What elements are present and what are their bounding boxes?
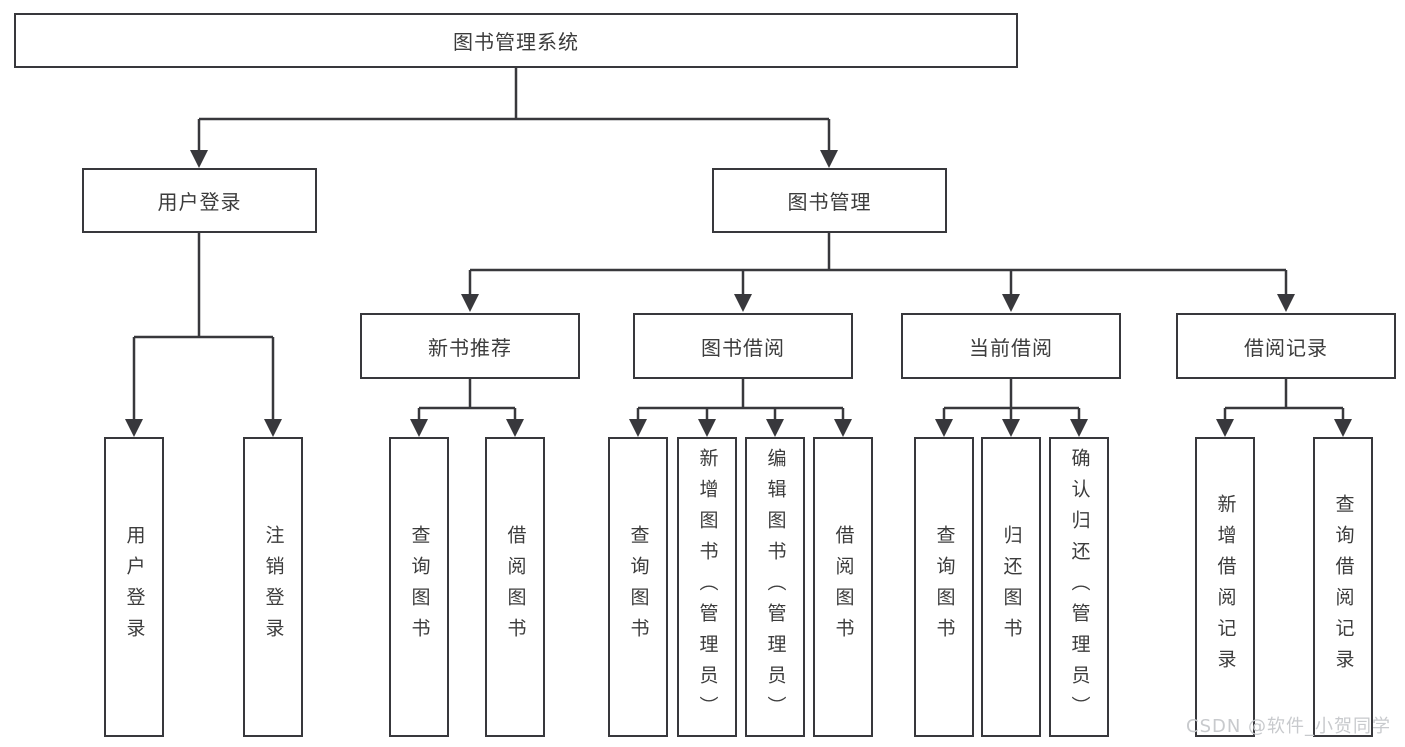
leaf-query-books-current: 查询图书 xyxy=(914,437,974,737)
node-current-borrowing: 当前借阅 xyxy=(901,313,1121,379)
leaf-add-books-admin: 新增图书（管理员） xyxy=(677,437,737,737)
leaf-query-books-recommend: 查询图书 xyxy=(389,437,449,737)
csdn-watermark: CSDN @软件_小贺同学 xyxy=(1186,716,1392,737)
leaf-confirm-return-admin: 确认归还（管理员） xyxy=(1049,437,1109,737)
leaf-query-borrow-record: 查询借阅记录 xyxy=(1313,437,1373,737)
node-book-management-system: 图书管理系统 xyxy=(14,13,1018,68)
leaf-user-login: 用户登录 xyxy=(104,437,164,737)
leaf-logout: 注销登录 xyxy=(243,437,303,737)
node-book-management-branch: 图书管理 xyxy=(712,168,947,233)
leaf-add-borrow-record: 新增借阅记录 xyxy=(1195,437,1255,737)
node-book-borrowing: 图书借阅 xyxy=(633,313,853,379)
node-user-login-branch: 用户登录 xyxy=(82,168,317,233)
leaf-return-books: 归还图书 xyxy=(981,437,1041,737)
leaf-query-books-borrowing: 查询图书 xyxy=(608,437,668,737)
node-new-book-recommendation: 新书推荐 xyxy=(360,313,580,379)
leaf-edit-books-admin: 编辑图书（管理员） xyxy=(745,437,805,737)
node-borrowing-records: 借阅记录 xyxy=(1176,313,1396,379)
connector-path xyxy=(132,68,1345,421)
leaf-borrow-books: 借阅图书 xyxy=(813,437,873,737)
leaf-borrow-books-recommend: 借阅图书 xyxy=(485,437,545,737)
